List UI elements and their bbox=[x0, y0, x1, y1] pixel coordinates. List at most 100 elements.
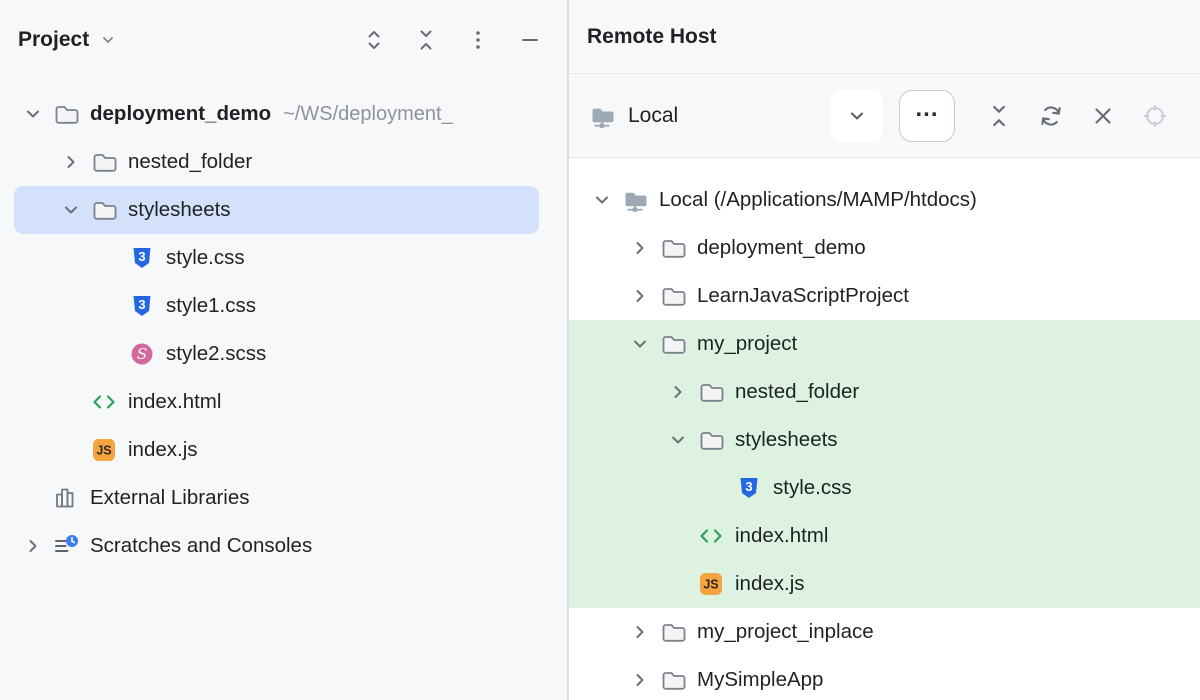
tree-row[interactable]: 3 style1.css bbox=[0, 282, 567, 330]
indent-spacer bbox=[94, 339, 124, 369]
project-title: Project bbox=[18, 28, 89, 52]
tree-item-label: Local (/Applications/MAMP/htdocs) bbox=[659, 188, 977, 212]
indent-spacer bbox=[18, 483, 48, 513]
indent-spacer bbox=[94, 243, 124, 273]
tree-row[interactable]: JS index.js bbox=[0, 426, 567, 474]
folder-icon bbox=[659, 282, 687, 310]
tree-item-label: index.html bbox=[735, 524, 828, 548]
tree-item-label: External Libraries bbox=[90, 486, 250, 510]
project-header: Project bbox=[0, 0, 567, 80]
tree-row[interactable]: nested_folder bbox=[569, 368, 1200, 416]
tree-row[interactable]: 3 style.css bbox=[569, 464, 1200, 512]
chevron-down-icon[interactable] bbox=[18, 99, 48, 129]
remote-host-icon bbox=[588, 102, 616, 130]
tree-row[interactable]: JSindex.js bbox=[569, 560, 1200, 608]
tree-row[interactable]: my_project bbox=[569, 320, 1200, 368]
locate-icon bbox=[1140, 101, 1170, 131]
collapse-all-icon[interactable] bbox=[413, 27, 439, 53]
tree-item-label: style1.css bbox=[166, 294, 256, 318]
tree-item-label: deployment_demo bbox=[697, 236, 866, 260]
svg-text:S: S bbox=[137, 345, 147, 363]
svg-text:3: 3 bbox=[138, 249, 145, 264]
css-icon: 3 bbox=[128, 244, 156, 272]
tree-row[interactable]: index.html bbox=[0, 378, 567, 426]
browse-button[interactable]: ... bbox=[899, 90, 955, 142]
external-libraries-icon bbox=[52, 484, 80, 512]
folder-icon bbox=[659, 234, 687, 262]
tree-row[interactable]: nested_folder bbox=[0, 138, 567, 186]
remote-host-tree: Local (/Applications/MAMP/htdocs) deploym… bbox=[569, 158, 1200, 700]
tree-item-label: style.css bbox=[773, 476, 852, 500]
server-selector-label: Local bbox=[628, 104, 678, 128]
chevron-right-icon[interactable] bbox=[625, 281, 655, 311]
hide-icon[interactable] bbox=[517, 27, 543, 53]
tree-row[interactable]: LearnJavaScriptProject bbox=[569, 272, 1200, 320]
chevron-right-icon[interactable] bbox=[625, 665, 655, 695]
chevron-down-icon[interactable] bbox=[56, 195, 86, 225]
chevron-down-icon bbox=[98, 30, 118, 50]
indent-spacer bbox=[94, 291, 124, 321]
tree-row[interactable]: my_project_inplace bbox=[569, 608, 1200, 656]
project-view-selector[interactable]: Project bbox=[18, 28, 118, 52]
tree-item-label: index.js bbox=[128, 438, 198, 462]
indent-spacer bbox=[663, 569, 693, 599]
tree-item-label: nested_folder bbox=[128, 150, 252, 174]
tree-row[interactable]: Local (/Applications/MAMP/htdocs) bbox=[569, 176, 1200, 224]
remote-host-tool-window: Remote Host Local ... bbox=[569, 0, 1200, 700]
js-icon: JS bbox=[90, 436, 118, 464]
chevron-right-icon[interactable] bbox=[56, 147, 86, 177]
tree-row[interactable]: deployment_demo ~/WS/deployment_ bbox=[0, 90, 567, 138]
expand-all-icon[interactable] bbox=[361, 27, 387, 53]
tree-item-label: style2.scss bbox=[166, 342, 266, 366]
scss-icon: S bbox=[128, 340, 156, 368]
chevron-down-icon[interactable] bbox=[663, 425, 693, 455]
tree-row[interactable]: stylesheets bbox=[569, 416, 1200, 464]
remote-host-header: Remote Host bbox=[569, 0, 1200, 74]
tree-row[interactable]: Scratches and Consoles bbox=[0, 522, 567, 570]
folder-icon bbox=[90, 148, 118, 176]
remote-host-toolbar: Local ... bbox=[569, 74, 1200, 158]
js-icon: JS bbox=[697, 570, 725, 598]
folder-icon bbox=[659, 666, 687, 694]
close-icon[interactable] bbox=[1089, 102, 1117, 130]
tree-item-label: deployment_demo bbox=[90, 102, 271, 126]
folder-icon bbox=[659, 330, 687, 358]
chevron-right-icon[interactable] bbox=[625, 617, 655, 647]
tree-item-label: stylesheets bbox=[128, 198, 231, 222]
tree-item-label: MySimpleApp bbox=[697, 668, 823, 692]
svg-text:3: 3 bbox=[138, 297, 145, 312]
chevron-right-icon[interactable] bbox=[18, 531, 48, 561]
project-path: ~/WS/deployment_ bbox=[283, 103, 453, 126]
project-tree: deployment_demo ~/WS/deployment_ nested_fo… bbox=[0, 80, 567, 700]
css-icon: 3 bbox=[735, 474, 763, 502]
collapse-all-icon[interactable] bbox=[985, 102, 1013, 130]
tree-item-label: stylesheets bbox=[735, 428, 838, 452]
folder-icon bbox=[90, 196, 118, 224]
tree-row[interactable]: stylesheets bbox=[14, 186, 539, 234]
indent-spacer bbox=[701, 473, 731, 503]
tree-row[interactable]: index.html bbox=[569, 512, 1200, 560]
tree-row[interactable]: 3 style.css bbox=[0, 234, 567, 282]
chevron-right-icon[interactable] bbox=[663, 377, 693, 407]
chevron-down-icon bbox=[844, 103, 870, 129]
tree-item-label: style.css bbox=[166, 246, 245, 270]
server-dropdown-button[interactable] bbox=[831, 90, 883, 142]
tree-row[interactable]: External Libraries bbox=[0, 474, 567, 522]
indent-spacer bbox=[663, 521, 693, 551]
refresh-icon[interactable] bbox=[1036, 101, 1066, 131]
tree-item-label: my_project_inplace bbox=[697, 620, 874, 644]
css-icon: 3 bbox=[128, 292, 156, 320]
more-vertical-icon[interactable] bbox=[465, 27, 491, 53]
chevron-down-icon[interactable] bbox=[625, 329, 655, 359]
tree-row[interactable]: deployment_demo bbox=[569, 224, 1200, 272]
tree-item-label: my_project bbox=[697, 332, 797, 356]
remote-host-icon bbox=[621, 186, 649, 214]
toolbar-buttons: ... bbox=[831, 90, 955, 142]
chevron-right-icon[interactable] bbox=[625, 233, 655, 263]
server-selector[interactable]: Local bbox=[584, 102, 678, 130]
tree-row[interactable]: Sstyle2.scss bbox=[0, 330, 567, 378]
folder-icon bbox=[697, 378, 725, 406]
tree-row[interactable]: MySimpleApp bbox=[569, 656, 1200, 700]
chevron-down-icon[interactable] bbox=[587, 185, 617, 215]
